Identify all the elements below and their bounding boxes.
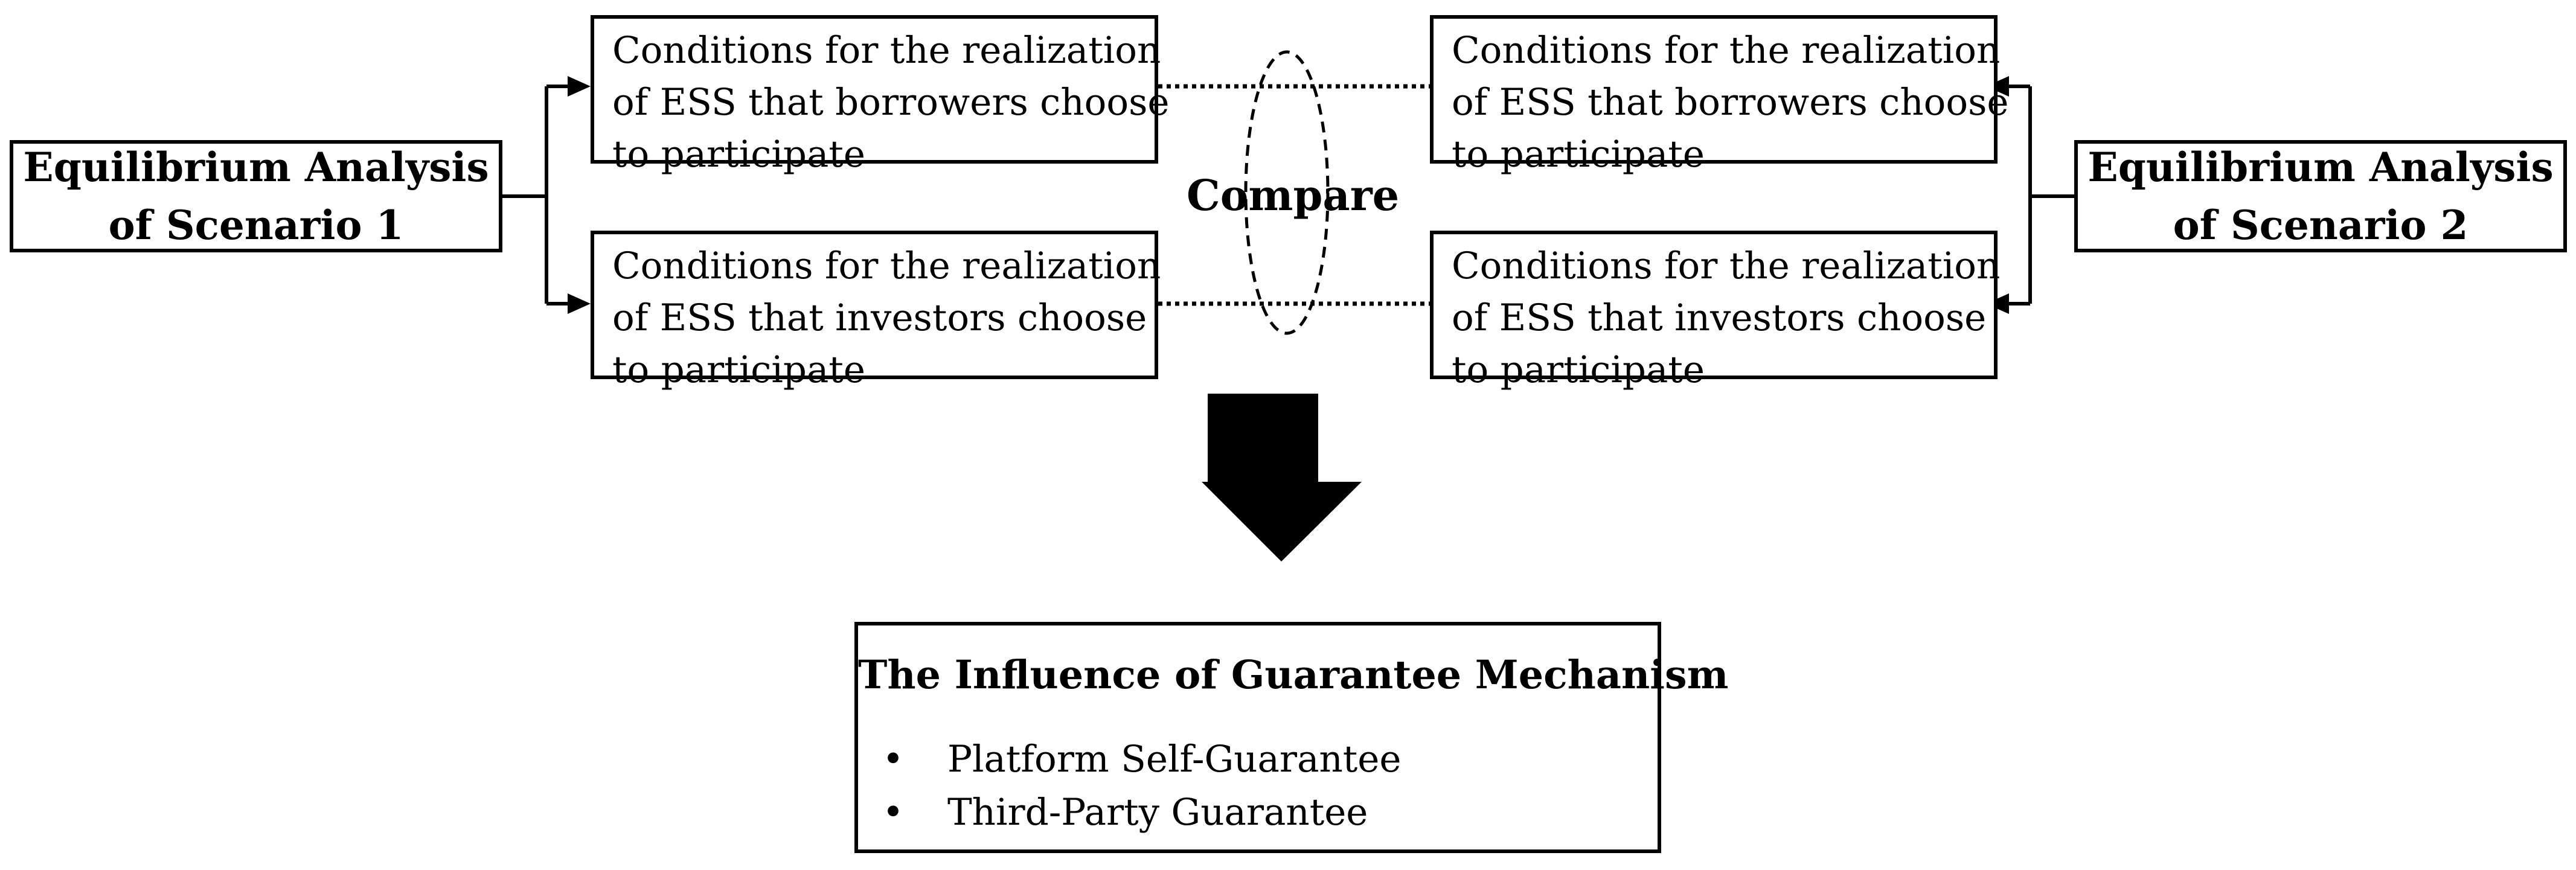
condition-line: to participate: [1452, 348, 1705, 391]
condition-line: of ESS that investors choose: [1452, 296, 1987, 339]
down-arrow-icon: [1202, 394, 1362, 561]
scenario-2-title-line2: of Scenario 2: [2173, 202, 2469, 249]
list-item-label: Platform Self-Guarantee: [947, 738, 1402, 781]
condition-box-right-investors: Conditions for the realization of ESS th…: [1430, 231, 2001, 391]
condition-box-left-investors: Conditions for the realization of ESS th…: [591, 231, 1161, 391]
list-item: • Third-Party Guarantee: [882, 788, 1368, 837]
right-bottom-arrowhead: [1986, 293, 2009, 314]
condition-box-left-borrowers: Conditions for the realization of ESS th…: [591, 15, 1170, 176]
condition-line: Conditions for the realization: [1452, 29, 2001, 72]
scenario-1-title-line2: of Scenario 1: [108, 202, 404, 249]
scenario-1-box: Equilibrium Analysis of Scenario 1: [10, 140, 502, 252]
condition-line: Conditions for the realization: [612, 29, 1161, 72]
condition-line: Conditions for the realization: [612, 245, 1161, 287]
condition-box-right-borrowers: Conditions for the realization of ESS th…: [1430, 15, 2009, 176]
scenario-2-box: Equilibrium Analysis of Scenario 2: [2074, 140, 2567, 252]
right-bracket: [2028, 86, 2074, 304]
guarantee-mechanism-title: The Influence of Guarantee Mechanism: [858, 652, 1729, 698]
condition-line: Conditions for the realization: [1452, 245, 2001, 287]
condition-line: to participate: [612, 348, 865, 391]
scenario-1-title-line1: Equilibrium Analysis: [23, 144, 489, 191]
condition-line: of ESS that borrowers choose: [612, 81, 1170, 124]
left-bottom-arrowhead: [568, 293, 591, 314]
list-item-label: Third-Party Guarantee: [947, 791, 1368, 834]
condition-line: of ESS that borrowers choose: [1452, 81, 2009, 124]
bullet-icon: •: [882, 791, 904, 834]
compare-ellipse: [1244, 50, 1330, 335]
compare-label: Compare: [1187, 170, 1400, 220]
guarantee-mechanism-box: The Influence of Guarantee Mechanism • Pl…: [854, 622, 1729, 853]
bullet-icon: •: [882, 738, 904, 781]
condition-line: to participate: [1452, 133, 1705, 176]
condition-line: of ESS that investors choose: [612, 296, 1147, 339]
left-bracket: [502, 86, 548, 304]
list-item: • Platform Self-Guarantee: [882, 735, 1401, 784]
left-top-arrowhead: [568, 76, 591, 97]
right-top-arrowhead: [1986, 76, 2009, 97]
condition-line: to participate: [612, 133, 865, 176]
scenario-2-title-line1: Equilibrium Analysis: [2087, 144, 2554, 191]
